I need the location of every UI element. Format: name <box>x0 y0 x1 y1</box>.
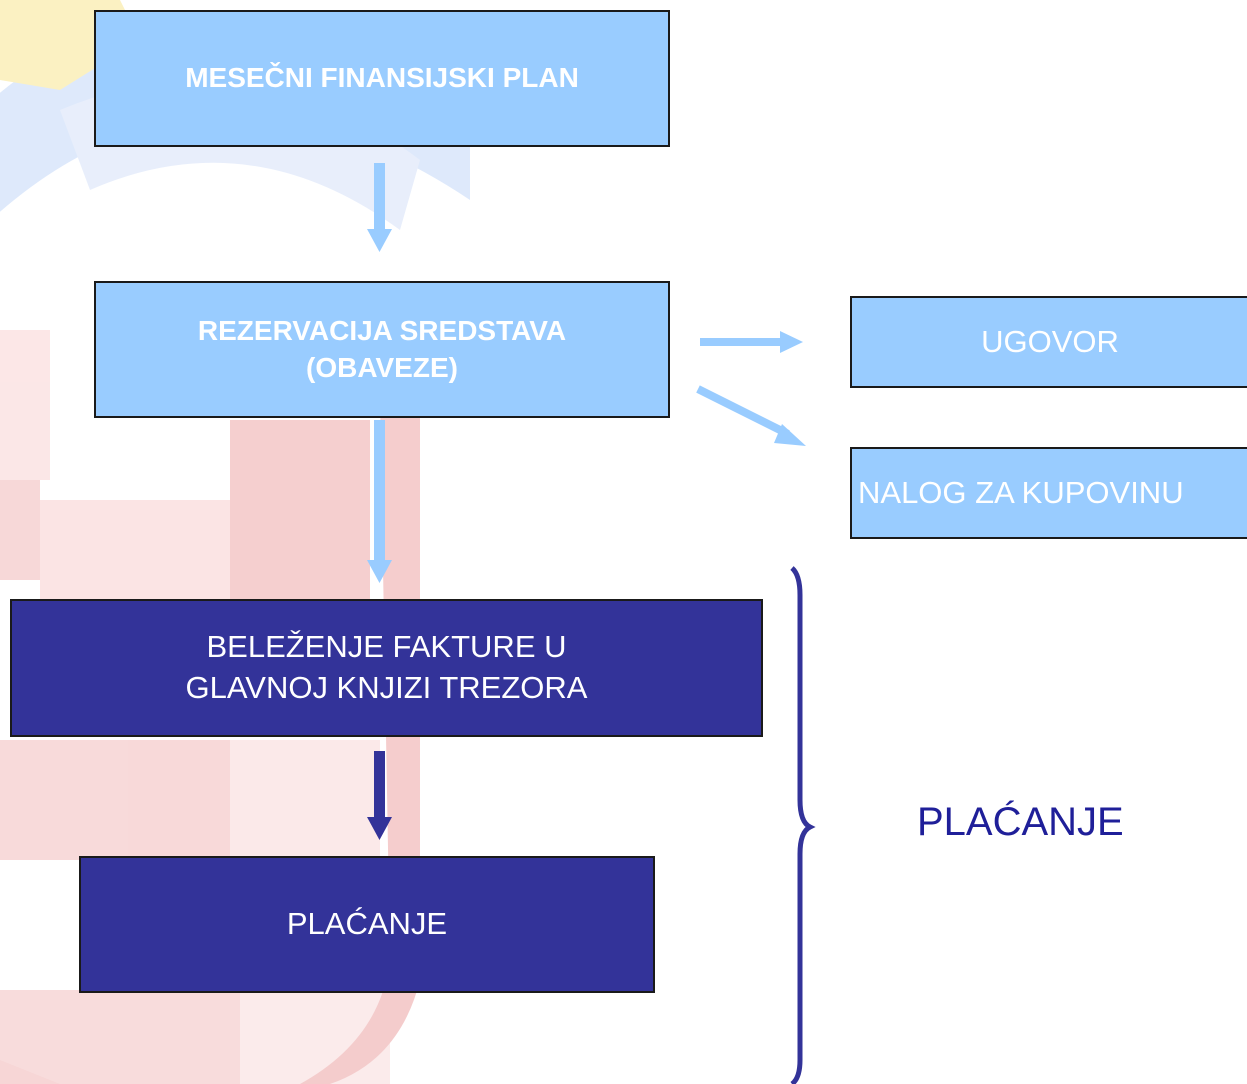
invoice-recording-box: BELEŽENJE FAKTURE U GLAVNOJ KNJIZI TREZO… <box>10 599 763 737</box>
contract-label: UGOVOR <box>981 323 1119 359</box>
contract-box: UGOVOR <box>850 296 1247 388</box>
invoice-recording-label-line2: GLAVNOJ KNJIZI TREZORA <box>185 670 588 705</box>
payment-brace-label: PLAĆANJE <box>917 800 1124 844</box>
purchase-order-box: NALOG ZA KUPOVINU <box>850 447 1247 539</box>
arrow-down-plan-to-reservation <box>367 163 392 252</box>
arrow-right-reservation-to-contract <box>700 331 803 353</box>
arrow-down-reservation-to-invoice <box>367 420 392 583</box>
invoice-recording-label-line1: BELEŽENJE FAKTURE U <box>206 629 567 665</box>
funds-reservation-label-line1: REZERVACIJA SREDSTAVA <box>197 314 567 346</box>
monthly-financial-plan-label: MESEČNI FINANSIJSKI PLAN <box>185 62 579 94</box>
monthly-financial-plan-box: MESEČNI FINANSIJSKI PLAN <box>94 10 670 147</box>
payment-brace <box>790 566 816 1084</box>
funds-reservation-label-line2: (OBAVEZE) <box>306 351 458 383</box>
arrow-diagonal-reservation-to-order <box>696 385 806 446</box>
payment-label: PLAĆANJE <box>286 906 448 942</box>
payment-box: PLAĆANJE <box>79 856 655 993</box>
arrow-down-invoice-to-payment <box>367 751 392 840</box>
funds-reservation-box: REZERVACIJA SREDSTAVA (OBAVEZE) <box>94 281 670 418</box>
purchase-order-label: NALOG ZA KUPOVINU <box>858 474 1184 510</box>
